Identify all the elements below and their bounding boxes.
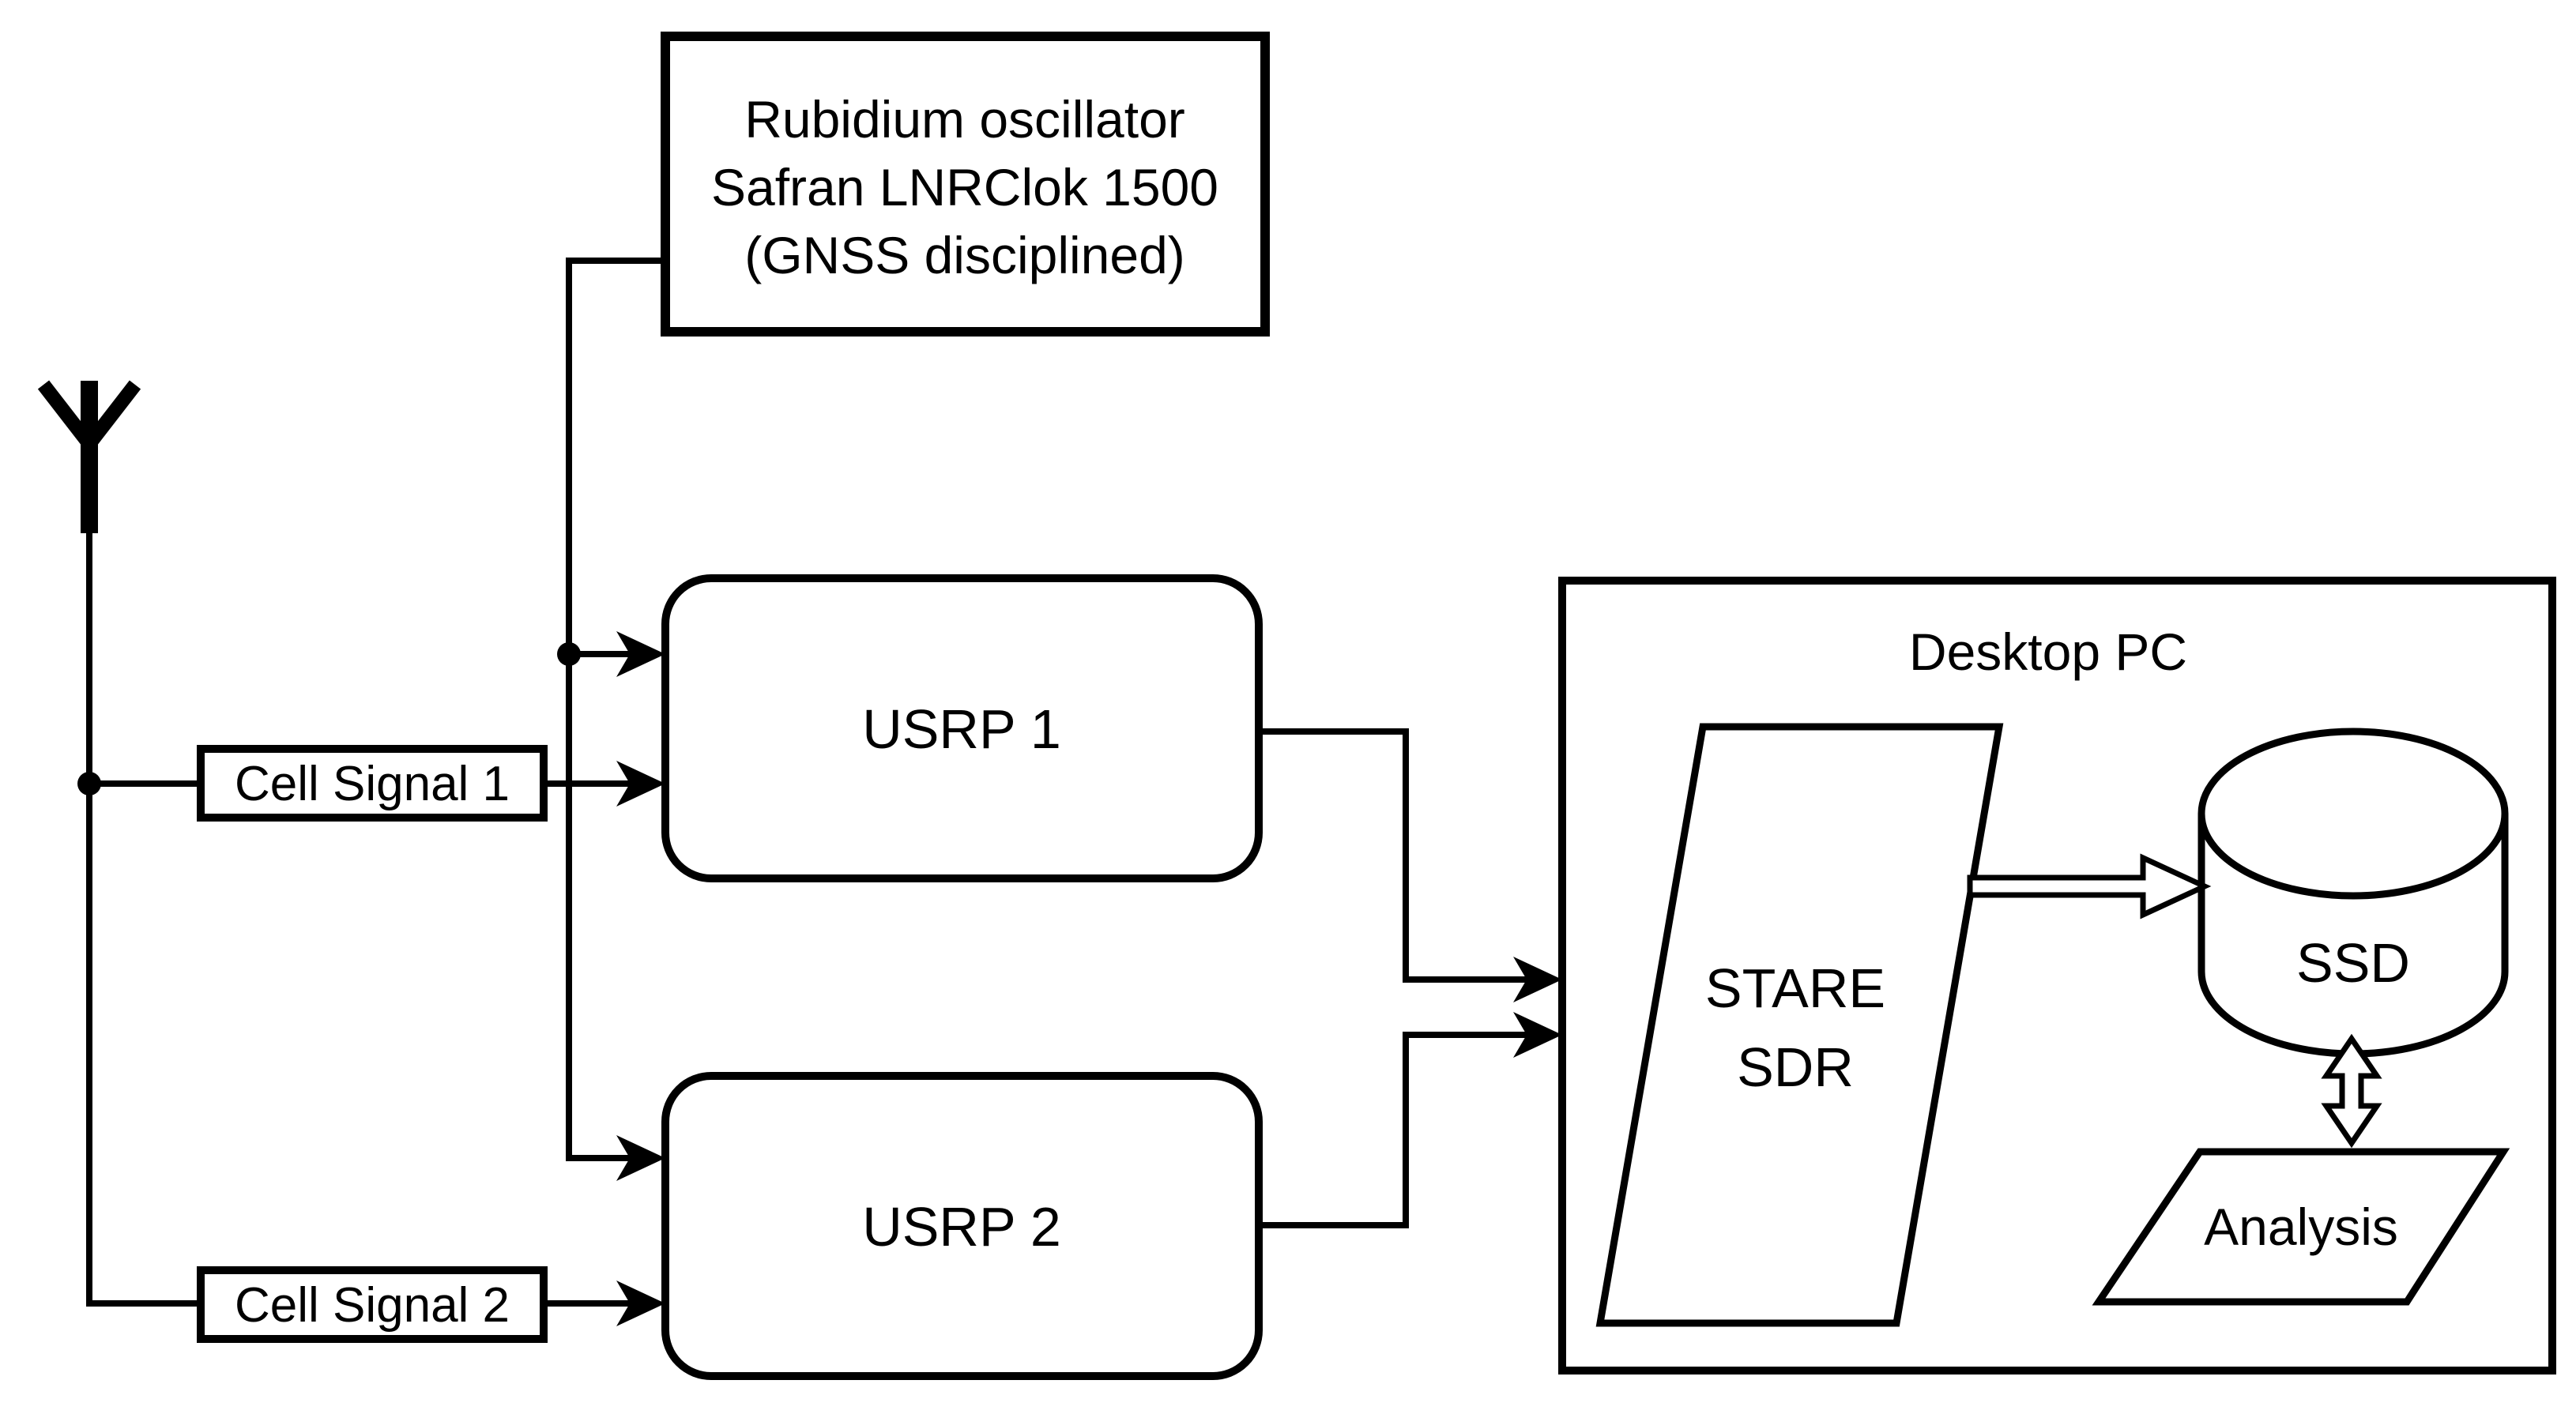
usrp2-label: USRP 2 (862, 1196, 1061, 1258)
clock-distribution-wire (566, 258, 665, 1161)
ssd-cylinder-top (2198, 728, 2509, 900)
cell-signal-1-label: Cell Signal 1 (235, 757, 510, 811)
rubidium-label-line2: Safran LNRClok 1500 (711, 158, 1218, 216)
cell-signal-1-box (197, 745, 548, 822)
analysis-label: Analysis (2204, 1198, 2398, 1256)
arrowhead-pc-input-lower (1513, 1012, 1562, 1058)
antenna-feed-wire (86, 529, 201, 1307)
stare-sdr-label-line2: SDR (1737, 1036, 1854, 1098)
stare-to-ssd-arrow (1967, 853, 2212, 919)
antenna-icon (37, 380, 141, 533)
usrp1-label: USRP 1 (862, 698, 1061, 760)
ssd-analysis-double-arrow (2321, 1033, 2382, 1149)
ssd-label: SSD (2296, 932, 2410, 994)
stare-sdr-parallelogram (1595, 723, 2004, 1327)
arrowhead-usrp2-clock-input (616, 1135, 665, 1181)
rubidium-label-line1: Rubidium oscillator (744, 90, 1185, 149)
wire-usrp1-to-pc (1259, 728, 1527, 983)
rubidium-oscillator-box (661, 32, 1270, 337)
analysis-parallelogram (2092, 1148, 2510, 1306)
arrowhead-pc-input-upper (1513, 957, 1562, 1002)
cell-signal-2-label: Cell Signal 2 (235, 1278, 510, 1333)
desktop-pc-label: Desktop PC (1909, 622, 2187, 681)
ssd-cylinder (2198, 728, 2509, 1058)
wire-usrp2-to-pc (1259, 1032, 1527, 1228)
rubidium-label-line3: (GNSS disciplined) (744, 226, 1185, 284)
stare-sdr-label-line1: STARE (1705, 957, 1885, 1019)
arrowhead-usrp1-clock-input (616, 631, 665, 677)
arrowhead-usrp1-rf-input (616, 761, 665, 807)
arrowhead-usrp2-rf-input (616, 1280, 665, 1326)
